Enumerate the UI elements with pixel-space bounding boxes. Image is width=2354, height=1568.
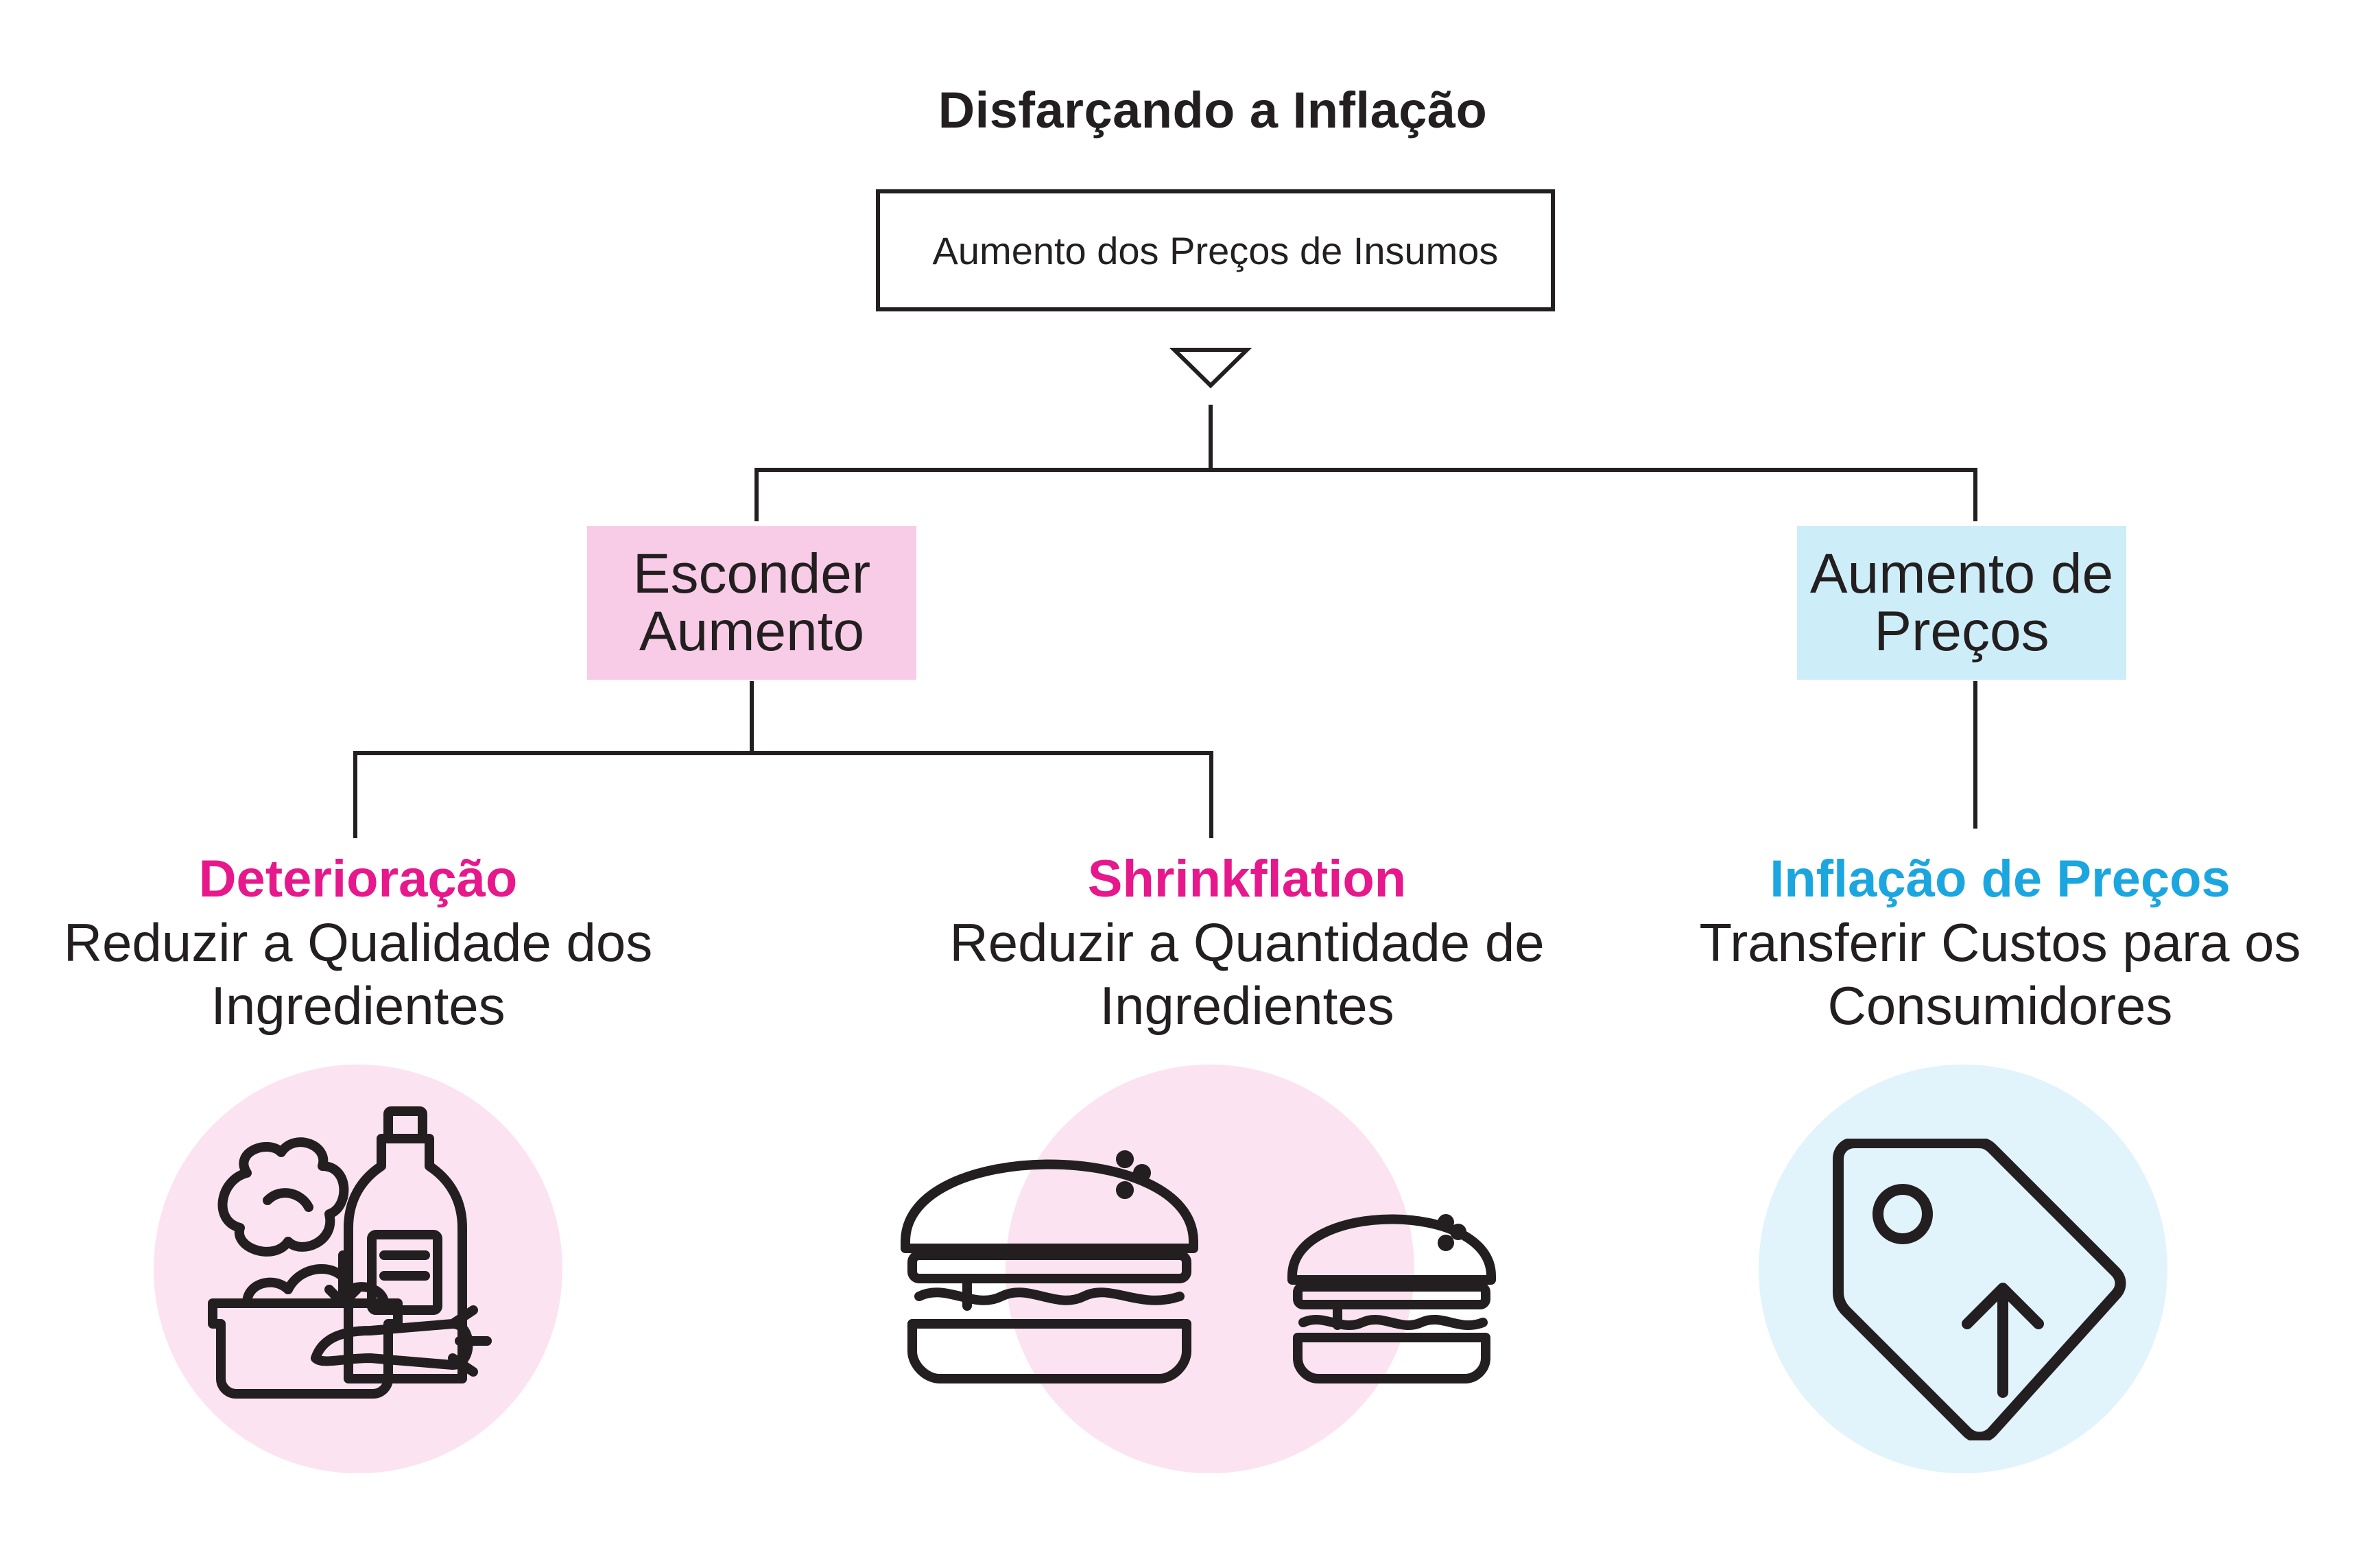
price-tag-up-icon <box>1833 1139 2126 1440</box>
down-arrow-icon <box>1169 348 1252 389</box>
root-node: Aumento dos Preços de Insumos <box>876 189 1555 311</box>
leaf-deterioration: Deterioração Reduzir a Qualidade dos Ing… <box>49 848 667 1037</box>
burgers-icon <box>901 1150 1496 1383</box>
leaf-deterioration-heading: Deterioração <box>198 850 518 908</box>
burgers-circle <box>1006 1065 1414 1473</box>
leaf-price-inflation-heading: Inflação de Preços <box>1770 850 2231 908</box>
node-price-increase-label: Aumento de Preços <box>1809 543 2114 663</box>
price-tag-circle <box>1759 1065 2167 1473</box>
leaf-price-inflation: Inflação de Preços Transferir Custos par… <box>1691 848 2309 1037</box>
node-hide-increase-label: Esconder Aumento <box>632 543 871 663</box>
node-hide-increase: Esconder Aumento <box>587 526 916 680</box>
leaf-shrinkflation: Shrinkflation Reduzir a Quantidade de In… <box>938 848 1556 1037</box>
leaf-shrinkflation-description: Reduzir a Quantidade de Ingredientes <box>949 912 1545 1036</box>
node-price-increase: Aumento de Preços <box>1797 526 2126 680</box>
leaf-deterioration-description: Reduzir a Qualidade dos Ingredientes <box>63 912 653 1036</box>
root-node-label: Aumento dos Preços de Insumos <box>932 228 1499 272</box>
leaf-shrinkflation-heading: Shrinkflation <box>1087 850 1407 908</box>
leaf-price-inflation-description: Transferir Custos para os Consumidores <box>1699 912 2301 1036</box>
groceries-circle <box>154 1065 562 1473</box>
diagram-title: Disfarçando a Inflação <box>938 82 1488 139</box>
groceries-icon <box>208 1106 492 1399</box>
